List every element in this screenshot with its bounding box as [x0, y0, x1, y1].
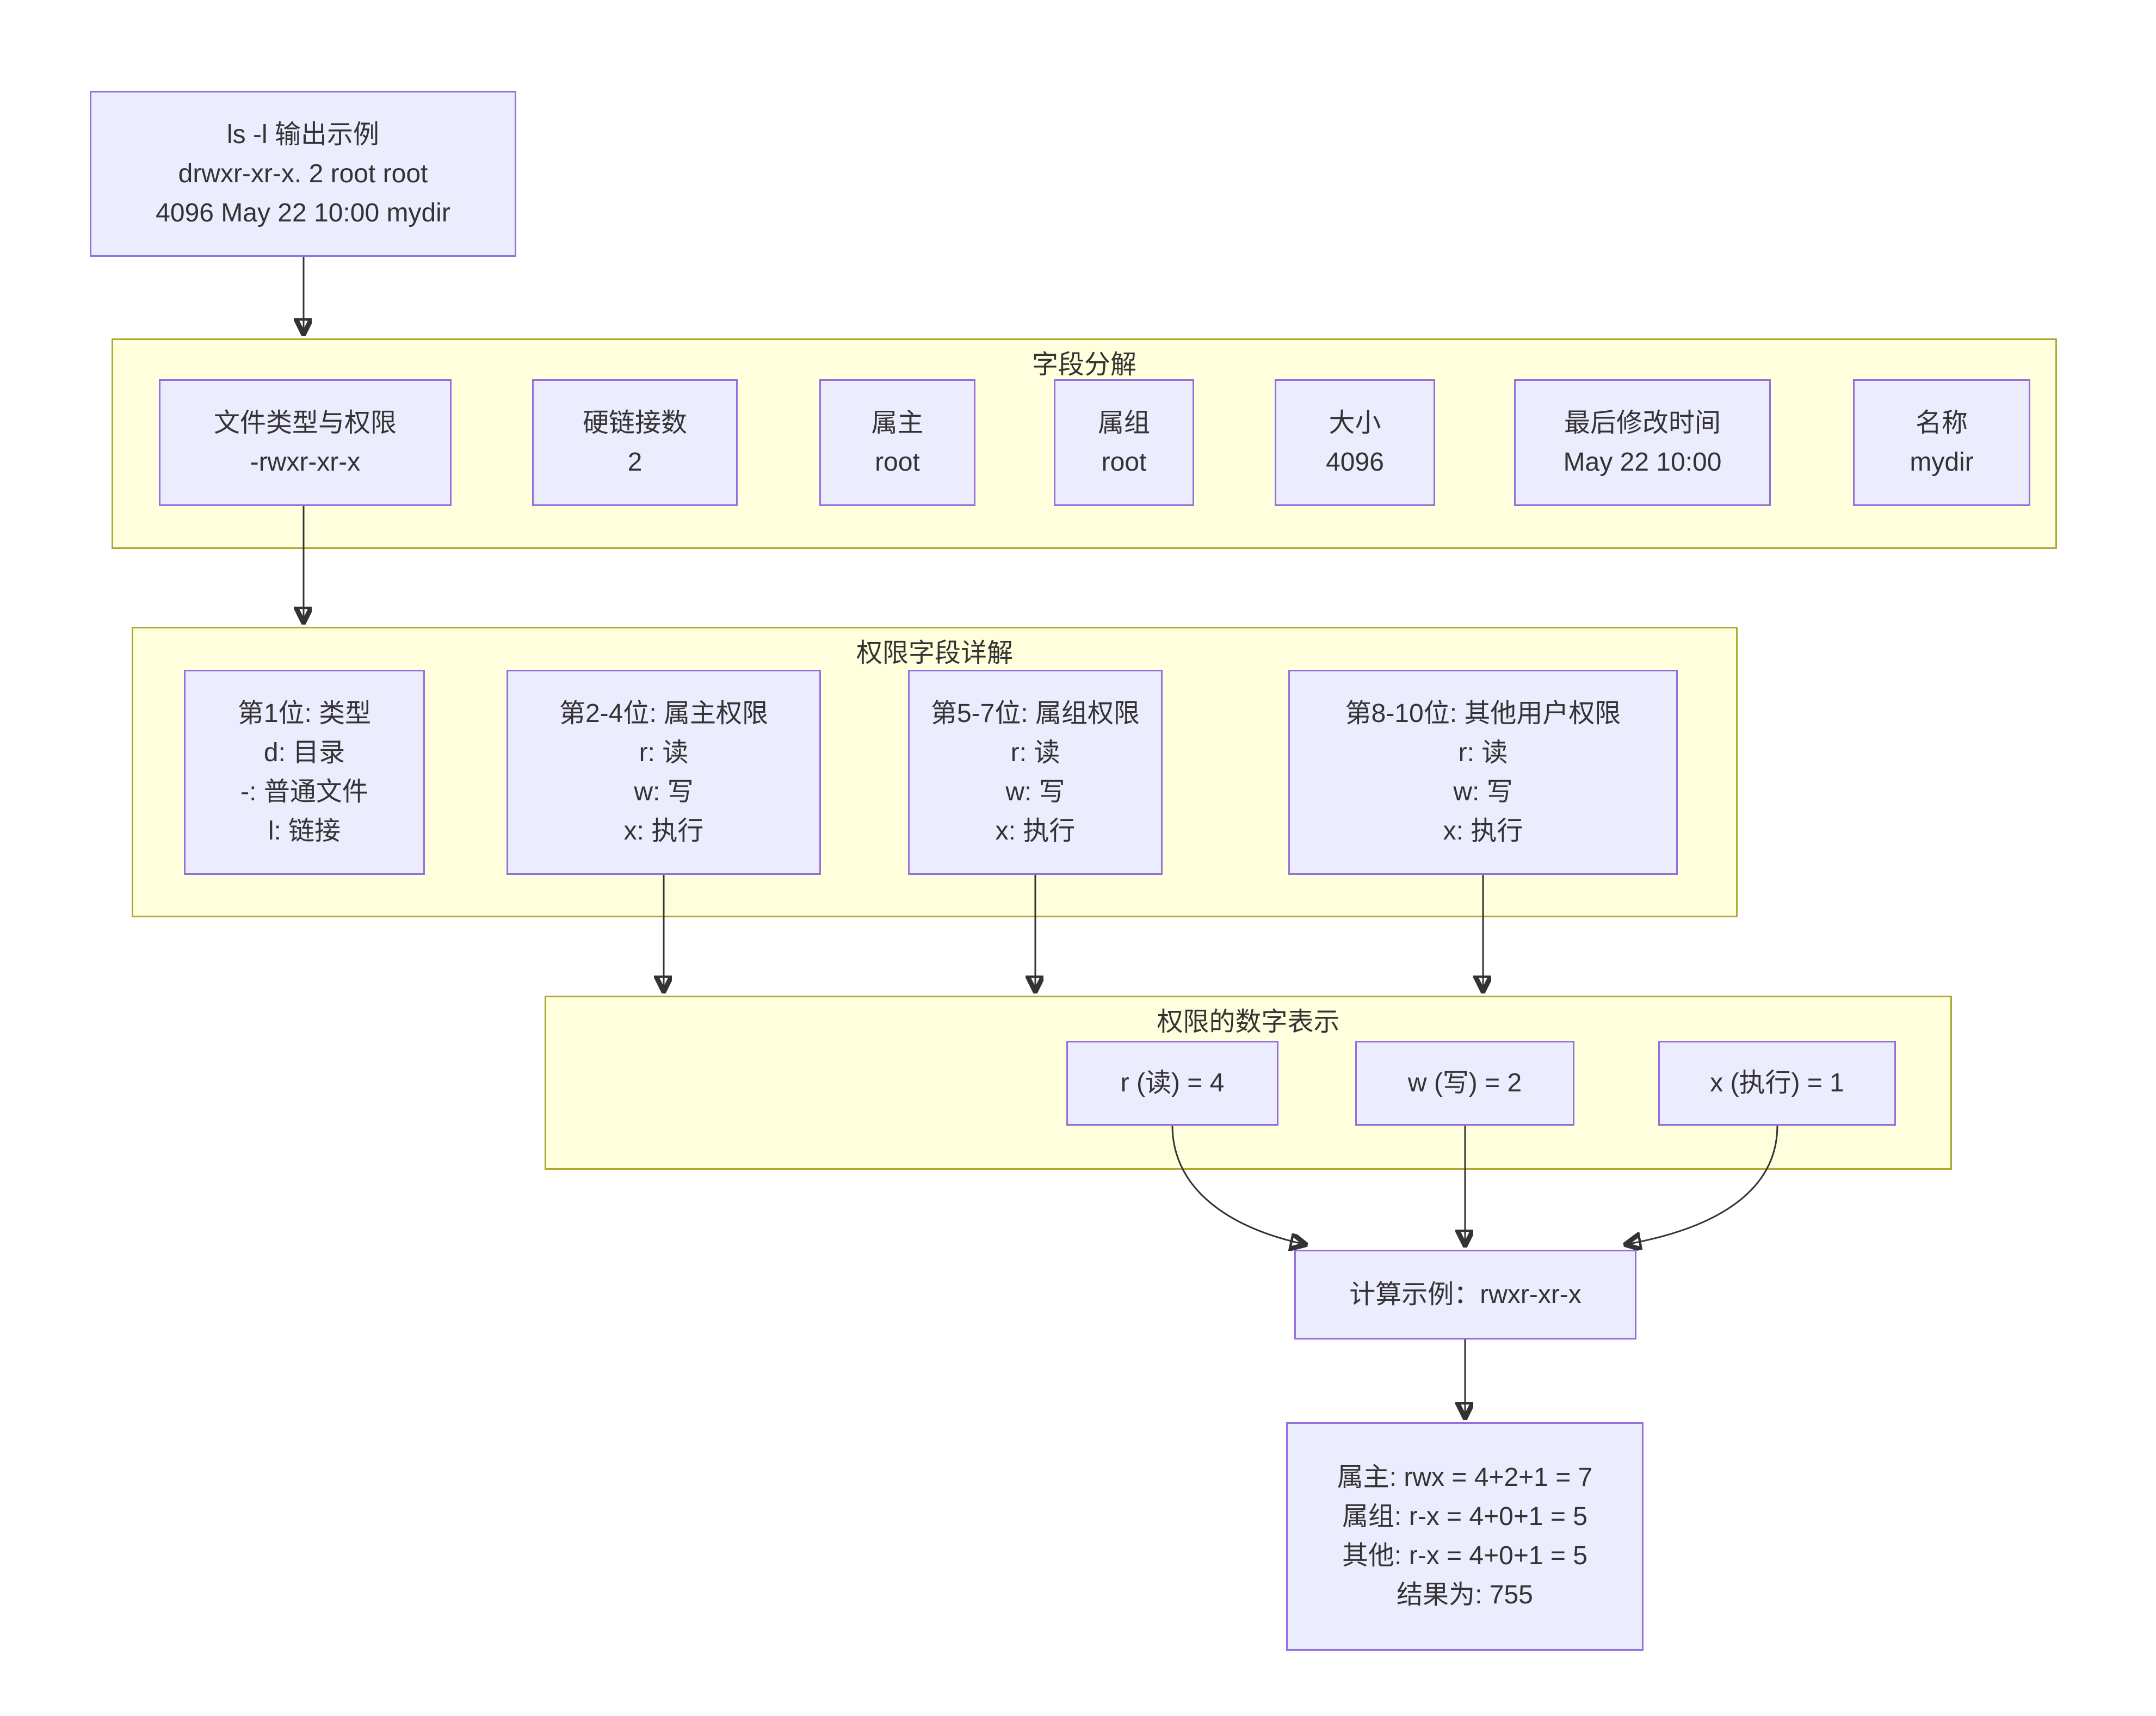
node-line: d: 目录: [263, 738, 345, 767]
node-filename: 名称 mydir: [1853, 379, 2030, 506]
node-mtime: 最后修改时间 May 22 10:00: [1514, 379, 1771, 506]
node-line: r: 读: [1010, 738, 1060, 767]
node-line: 最后修改时间: [1564, 408, 1721, 437]
node-line: 属组: r-x = 4+0+1 = 5: [1342, 1502, 1587, 1531]
node-calc-example: 计算示例：rwxr-xr-x: [1294, 1250, 1636, 1340]
node-line: 属组: [1097, 408, 1150, 437]
node-line: 第8-10位: 其他用户权限: [1345, 699, 1621, 728]
node-line: drwxr-xr-x. 2 root root: [178, 159, 428, 188]
node-line: 第1位: 类型: [237, 699, 372, 728]
node-line: 4096: [1326, 447, 1384, 477]
node-line: x: 执行: [623, 816, 704, 845]
node-hard-links: 硬链接数 2: [532, 379, 738, 506]
node-line: w: 写: [634, 777, 694, 806]
node-line: ls -l 输出示例: [227, 120, 379, 149]
node-x-value: x (执行) = 1: [1658, 1041, 1896, 1126]
node-line: 大小: [1329, 408, 1381, 437]
node-line: root: [875, 447, 920, 477]
node-bits2-4-owner: 第2-4位: 属主权限 r: 读 w: 写 x: 执行: [506, 670, 821, 875]
node-line: 名称: [1915, 408, 1968, 437]
node-line: -rwxr-xr-x: [250, 447, 361, 477]
node-line: 硬链接数: [582, 408, 687, 437]
node-line: r: 读: [1458, 738, 1508, 767]
node-line: 4096 May 22 10:00 mydir: [156, 198, 450, 227]
node-line: 结果为: 755: [1397, 1581, 1533, 1609]
node-line: r (读) = 4: [1120, 1069, 1225, 1097]
cluster-title: 权限字段详解: [856, 639, 1013, 668]
node-line: w: 写: [1005, 777, 1065, 806]
node-ls-output: ls -l 输出示例 drwxr-xr-x. 2 root root 4096 …: [90, 91, 516, 257]
node-group: 属组 root: [1054, 379, 1194, 506]
node-bit1-type: 第1位: 类型 d: 目录 -: 普通文件 l: 链接: [184, 670, 425, 875]
node-line: l: 链接: [268, 816, 341, 845]
node-line: w: 写: [1453, 777, 1513, 806]
node-line: 其他: r-x = 4+0+1 = 5: [1342, 1541, 1587, 1570]
node-line: w (写) = 2: [1407, 1069, 1522, 1097]
node-line: 第2-4位: 属主权限: [559, 699, 769, 728]
node-size: 大小 4096: [1275, 379, 1435, 506]
node-bits5-7-group: 第5-7位: 属组权限 r: 读 w: 写 x: 执行: [908, 670, 1163, 875]
node-line: May 22 10:00: [1563, 447, 1722, 477]
node-line: 文件类型与权限: [213, 408, 397, 437]
node-file-type-permission: 文件类型与权限 -rwxr-xr-x: [159, 379, 452, 506]
cluster-title: 权限的数字表示: [1157, 1008, 1340, 1036]
node-line: 计算示例：rwxr-xr-x: [1349, 1280, 1582, 1309]
node-line: 属主: rwx = 4+2+1 = 7: [1337, 1463, 1593, 1492]
node-bits8-10-others: 第8-10位: 其他用户权限 r: 读 w: 写 x: 执行: [1288, 670, 1678, 875]
node-line: 2: [627, 447, 643, 477]
node-line: x (执行) = 1: [1710, 1069, 1844, 1097]
node-line: x: 执行: [995, 816, 1076, 845]
node-line: mydir: [1910, 447, 1974, 477]
node-w-value: w (写) = 2: [1355, 1041, 1574, 1126]
node-calc-result: 属主: rwx = 4+2+1 = 7 属组: r-x = 4+0+1 = 5 …: [1286, 1422, 1644, 1651]
node-line: 属主: [871, 408, 924, 437]
cluster-title: 字段分解: [1031, 350, 1136, 379]
node-line: r: 读: [639, 738, 689, 767]
node-owner: 属主 root: [819, 379, 975, 506]
node-line: root: [1101, 447, 1147, 477]
node-line: x: 执行: [1443, 816, 1523, 845]
node-line: 第5-7位: 属组权限: [930, 699, 1140, 728]
node-r-value: r (读) = 4: [1066, 1041, 1278, 1126]
node-line: -: 普通文件: [240, 777, 368, 806]
